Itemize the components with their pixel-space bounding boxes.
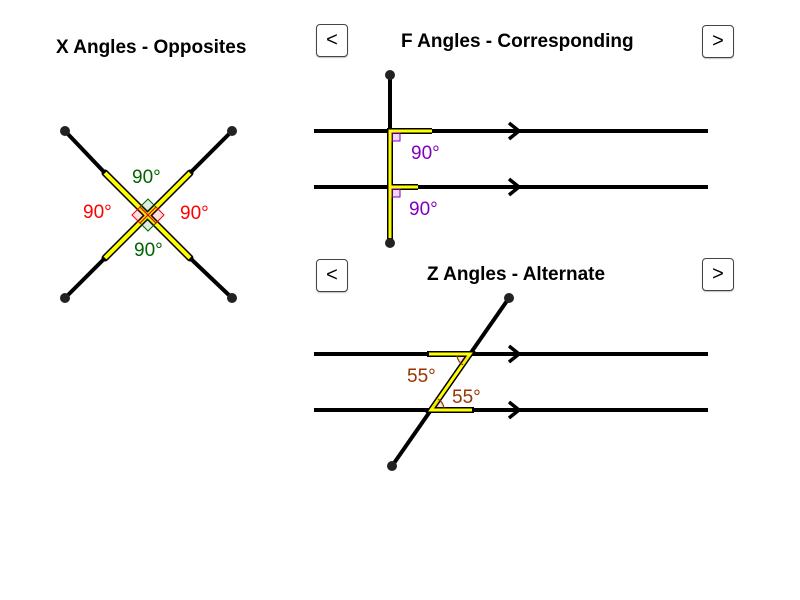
x-endpoint-top-right[interactable] [227,126,237,136]
f-parallel-arrow-upper [507,121,522,141]
z-angles-diagram: Z Angles - Alternate 55° 55° [314,264,708,471]
x-endpoint-top-left[interactable] [60,126,70,136]
f-angles-title: F Angles - Corresponding [401,31,634,52]
f-right-angle-lower [391,188,401,198]
f-highlight [388,129,432,238]
z-transversal-top [468,296,511,356]
x-line-a-upper [63,129,107,175]
x-angle-label-top: 90° [132,167,161,188]
x-angles-title: X Angles - Opposites [56,37,246,58]
x-angle-label-left: 90° [83,202,112,223]
f-parallel-arrow-lower [507,177,522,197]
z-parallel-arrow-lower [507,400,522,420]
z-endpoint-top[interactable] [504,293,514,303]
x-endpoint-bottom-right[interactable] [227,293,237,303]
z-transversal-bottom [390,408,433,468]
x-angles-diagram: X Angles - Opposites 90° 90° 90° 90° [56,37,246,303]
f-angles-prev-button[interactable]: < [316,24,348,57]
z-angle-arc-upper [456,355,464,366]
z-endpoint-bottom[interactable] [387,461,397,471]
z-parallel-arrow-upper [507,344,522,364]
x-line-b-upper [188,129,234,175]
f-angle-label-upper: 90° [411,143,440,164]
f-angle-label-lower: 90° [409,199,438,220]
f-angles-next-button[interactable]: > [702,25,734,58]
x-right-angle-right [147,206,165,224]
z-angle-label-upper: 55° [407,366,436,387]
z-angle-label-lower: 55° [452,387,481,408]
x-right-angle-left [131,206,149,224]
f-endpoint-top[interactable] [385,70,395,80]
x-line-b-lower [63,256,107,300]
z-angles-prev-button[interactable]: < [316,259,348,292]
x-angle-label-bottom: 90° [134,240,163,261]
x-angle-label-right: 90° [180,203,209,224]
f-endpoint-bottom[interactable] [385,238,395,248]
z-angle-arc-lower [437,398,445,409]
f-angles-diagram: F Angles - Corresponding 90° 90° [314,31,708,248]
f-right-angle-upper [391,132,401,142]
z-angle-fill-lower [431,399,444,408]
z-angle-fill-upper [457,356,470,365]
x-line-a-lower [188,256,234,300]
x-endpoint-bottom-left[interactable] [60,293,70,303]
z-angles-title: Z Angles - Alternate [427,264,605,285]
z-highlight [428,352,473,412]
z-angles-next-button[interactable]: > [702,258,734,291]
